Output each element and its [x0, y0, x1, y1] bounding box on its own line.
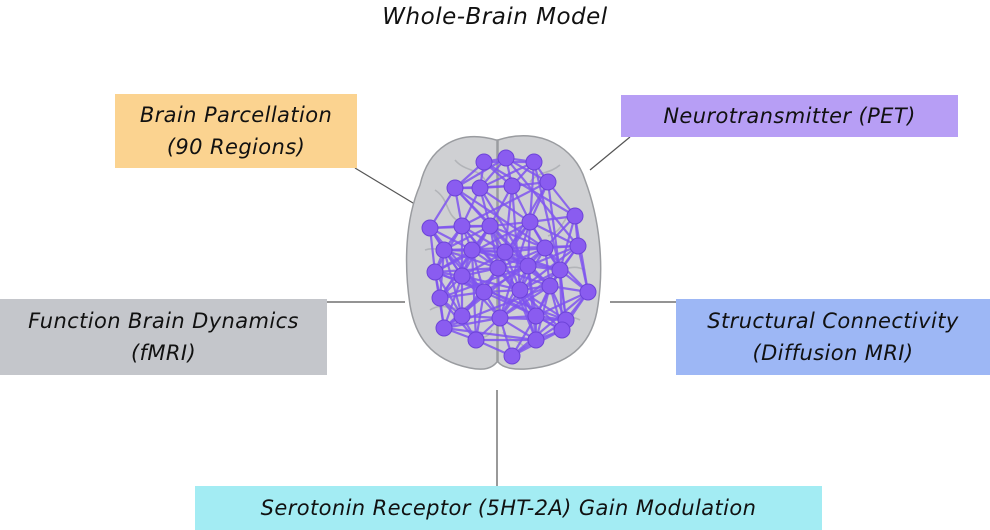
connectivity-edge	[479, 161, 535, 189]
brain-parcellation-label: Brain Parcellation	[139, 103, 333, 127]
brain-region-node	[446, 179, 464, 197]
connectivity-edge	[461, 274, 521, 292]
brain-region-node	[541, 277, 559, 295]
connectivity-edge	[483, 265, 529, 293]
brain-region-node	[491, 309, 509, 327]
brain-region-node	[521, 213, 539, 231]
brain-region-node	[435, 241, 453, 259]
brain-region-node	[463, 241, 481, 259]
brain-region-node	[569, 237, 587, 255]
brain-region-node	[503, 177, 521, 195]
connectivity-edge	[527, 244, 579, 268]
brain-region-node	[525, 153, 543, 171]
brain-region-node	[539, 173, 557, 191]
brain-region-node	[497, 149, 515, 167]
connectivity-edge	[558, 215, 577, 271]
connectivity-edge	[443, 316, 501, 330]
brain-region-node	[527, 307, 545, 325]
neurotransmitter-box: Neurotransmitter (PET)	[621, 95, 958, 137]
serotonin-modulation-label: Serotonin Receptor (5HT-2A) Gain Modulat…	[260, 496, 757, 520]
connectivity-edge	[499, 285, 551, 319]
diagram-title: Whole-Brain Model	[382, 4, 608, 30]
structural-connectivity-label: Structural Connectivity	[707, 309, 959, 333]
neurotransmitter-label: Neurotransmitter (PET)	[663, 104, 916, 128]
brain-region-node	[519, 257, 537, 275]
brain-region-node	[503, 347, 521, 365]
brain-region-node	[421, 219, 439, 237]
brain-parcellation-box: Brain Parcellation (90 Regions)	[115, 94, 357, 168]
connectivity-edge	[439, 264, 529, 300]
connectivity-edge	[470, 249, 478, 341]
brain-region-node	[475, 283, 493, 301]
brain-region-node	[527, 331, 545, 349]
connectivity-edge	[454, 157, 507, 189]
brain-region-node	[566, 207, 584, 225]
structural-connectivity-box: Structural Connectivity (Diffusion MRI)	[676, 299, 990, 375]
connectivity-edge	[497, 246, 546, 270]
serotonin-modulation-box: Serotonin Receptor (5HT-2A) Gain Modulat…	[195, 486, 822, 530]
brain-region-node	[553, 321, 571, 339]
connectivity-edge	[461, 181, 549, 227]
brain-parcellation-sublabel: (90 Regions)	[166, 135, 306, 159]
structural-connectivity-sublabel: (Diffusion MRI)	[752, 341, 914, 365]
connectivity-edge	[532, 161, 562, 271]
function-dynamics-box: Function Brain Dynamics (fMRI)	[0, 299, 327, 375]
connectivity-edge	[443, 326, 537, 342]
connectivity-edge	[529, 221, 579, 247]
brain-region-node	[475, 153, 493, 171]
brain-region-node	[496, 243, 514, 261]
connectivity-edge	[443, 225, 491, 251]
function-dynamics-label: Function Brain Dynamics	[28, 309, 299, 333]
brain-region-node	[453, 307, 471, 325]
brain-region-node	[435, 319, 453, 337]
brain-region-node	[511, 281, 529, 299]
brain-region-node	[481, 217, 499, 235]
connector-neurotransmitter	[589, 136, 631, 171]
connectivity-edge	[505, 157, 579, 247]
connectivity-edge	[526, 265, 538, 341]
brain-region-node	[453, 217, 471, 235]
brain-region-node	[426, 263, 444, 281]
connectivity-edge	[442, 275, 464, 329]
brain-region-node	[431, 289, 449, 307]
connectivity-edge	[443, 248, 499, 270]
function-dynamics-sublabel: (fMRI)	[130, 341, 197, 365]
connectivity-edge	[442, 249, 464, 317]
connectivity-edge	[483, 161, 576, 217]
connectivity-edge	[503, 185, 514, 253]
brain-region-node	[453, 267, 471, 285]
brain-region-node	[536, 239, 554, 257]
brain-region-node	[471, 179, 489, 197]
connector-parcellation	[354, 167, 419, 207]
brain-region-nodes	[421, 149, 597, 365]
brain-region-node	[579, 283, 597, 301]
brain-region-node	[467, 331, 485, 349]
brain-region-node	[489, 259, 507, 277]
brain-region-node	[551, 261, 569, 279]
